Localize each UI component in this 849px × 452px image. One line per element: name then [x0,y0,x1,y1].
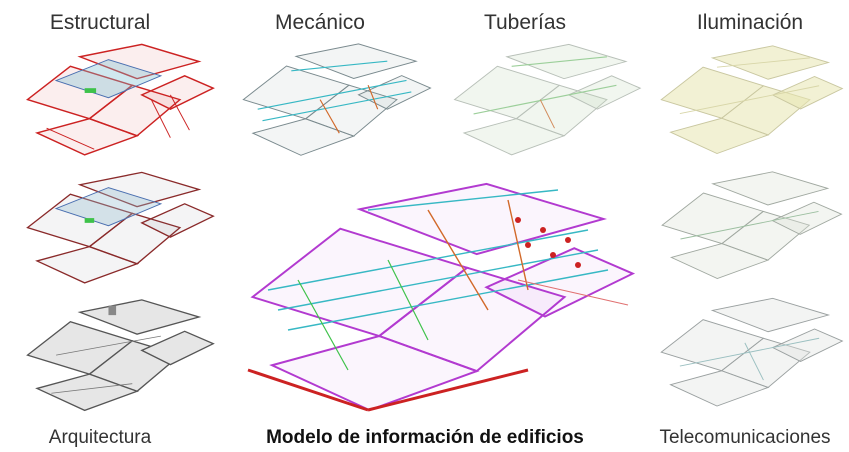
piping-model-image [445,42,645,162]
label-arquitectura: Arquitectura [48,427,152,448]
structural-variant-image [18,170,218,290]
structural-model-image [18,42,218,162]
architecture-model-image [18,295,218,420]
telecom-model-image [652,292,847,417]
label-estructural: Estructural [49,11,151,34]
lighting-model-image [652,42,847,162]
label-mecanico: Mecánico [275,11,365,34]
label-iluminacion: Iluminación [696,11,804,34]
label-modelo-bim: Modelo de información de edificios [266,427,584,448]
mechanical-model-image [232,42,437,162]
label-tuberias: Tuberías [483,11,567,34]
label-telecomunicaciones: Telecomunicaciones [659,427,831,448]
bim-combined-model-image [228,170,638,420]
telecom-variant-image [652,170,847,285]
